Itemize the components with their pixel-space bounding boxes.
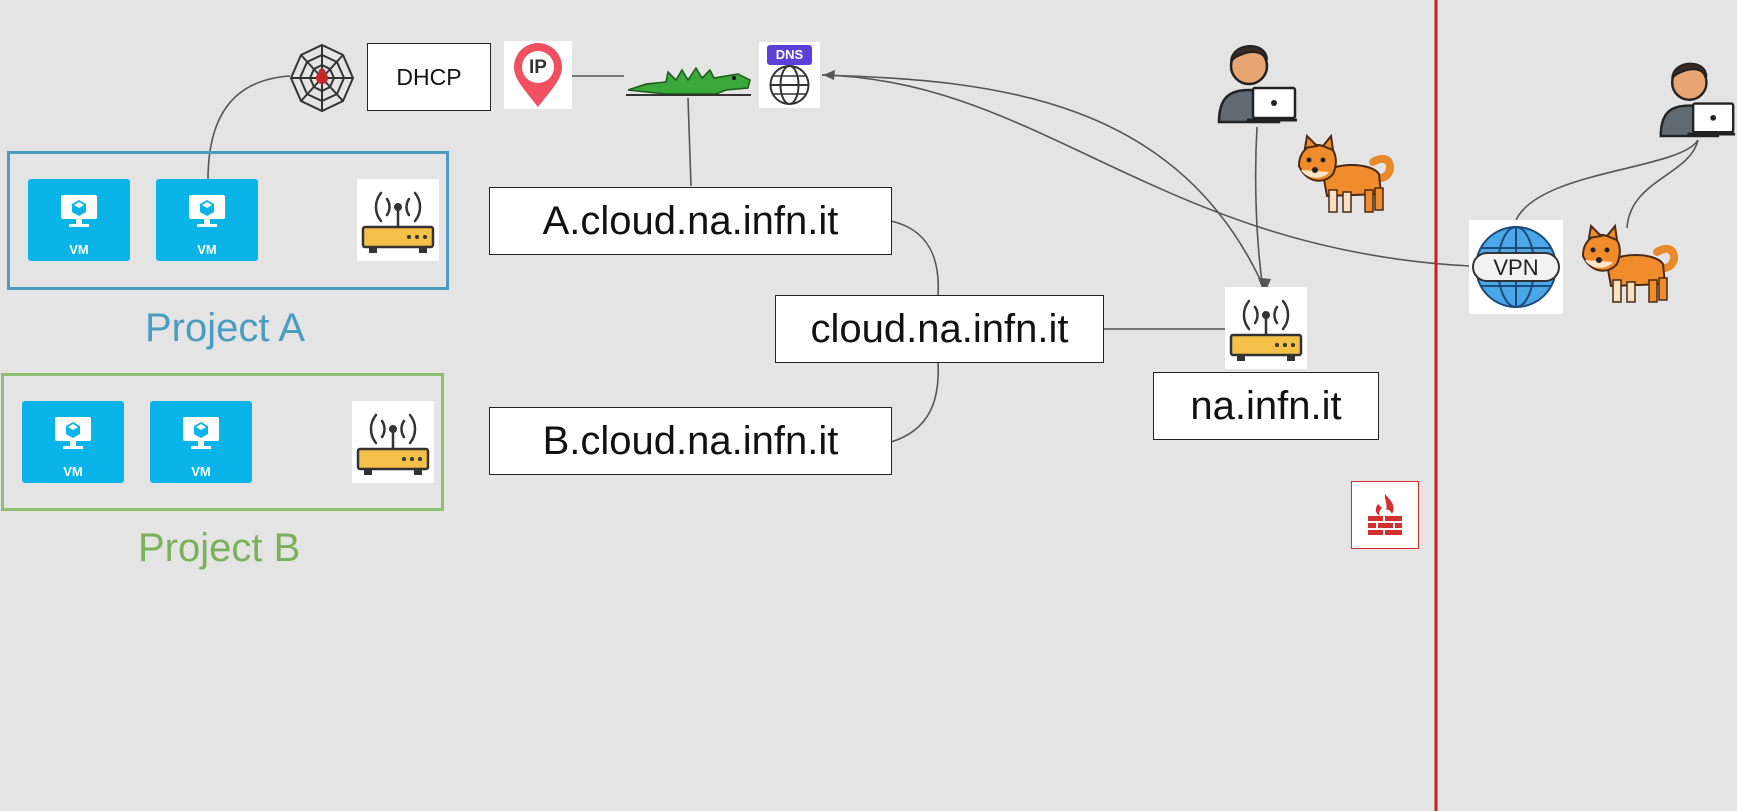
router-tile: [1225, 287, 1307, 369]
firewall-tile: [1351, 481, 1419, 549]
project-a-label: Project A: [145, 306, 306, 350]
vpn-globe-tile: VPN: [1469, 220, 1563, 314]
router-tile: [357, 179, 439, 261]
dhcp-label: DHCP: [396, 63, 462, 90]
dog-to-user-line: [1626, 139, 1699, 229]
spider-web-icon: [289, 43, 355, 113]
vpn-label: VPN: [1493, 255, 1539, 280]
vpn-globe-icon: [1472, 226, 1560, 308]
router-tile: [352, 401, 434, 483]
web-to-vm-line: [207, 75, 291, 181]
vm-tile: VM: [28, 179, 130, 261]
domain-a-label: A.cloud.na.infn.it: [542, 198, 839, 243]
dns-to-router-line: [821, 74, 1266, 291]
vm-label: VM: [69, 242, 89, 257]
vm-icon: [189, 195, 225, 227]
user-laptop-icon: [1217, 45, 1297, 124]
domain-a-box: A.cloud.na.infn.it: [489, 187, 892, 255]
shiba-dog-icon: [1297, 133, 1394, 213]
dns-label: DNS: [775, 47, 804, 62]
vpn-to-user-line: [1515, 139, 1699, 221]
vm-label: VM: [191, 464, 211, 479]
domain-a-to-cloud-line: [890, 220, 940, 296]
vm-icon: [183, 417, 219, 449]
ip-pin-tile: IP: [504, 41, 572, 109]
domain-na-box: na.infn.it: [1153, 372, 1379, 440]
router-icon: [361, 191, 435, 253]
vm-icon: [61, 195, 97, 227]
ip-pin-icon: [514, 43, 562, 107]
vm-tile: VM: [150, 401, 252, 483]
croc-to-domain-a-line: [687, 97, 692, 187]
vm-icon: [55, 417, 91, 449]
project-a-frame: [7, 151, 449, 290]
vm-tile: VM: [156, 179, 258, 261]
dhcp-box: DHCP: [367, 43, 491, 111]
domain-b-label: B.cloud.na.infn.it: [542, 418, 839, 463]
crocodile-icon: [626, 66, 751, 96]
ip-label: IP: [529, 57, 547, 78]
router-icon: [1229, 299, 1303, 361]
vm-label: VM: [63, 464, 83, 479]
project-b-label: Project B: [138, 526, 301, 570]
domain-b-box: B.cloud.na.infn.it: [489, 407, 892, 475]
dns-globe-icon: [767, 45, 812, 105]
domain-cloud-box: cloud.na.infn.it: [775, 295, 1104, 363]
dns-globe-tile: DNS: [759, 42, 820, 108]
user-to-router-line: [1254, 126, 1264, 291]
domain-na-label: na.infn.it: [1190, 383, 1342, 428]
firewall-icon: [1368, 494, 1402, 535]
domain-cloud-label: cloud.na.infn.it: [810, 306, 1069, 351]
vm-label: VM: [197, 242, 217, 257]
dns-to-vpn-line: [821, 74, 1471, 267]
shiba-dog-icon: [1581, 223, 1678, 303]
project-b-frame: [1, 373, 444, 511]
user-laptop-icon: [1659, 62, 1736, 138]
domain-b-to-cloud-line: [890, 361, 940, 443]
router-icon: [356, 413, 430, 475]
vm-tile: VM: [22, 401, 124, 483]
